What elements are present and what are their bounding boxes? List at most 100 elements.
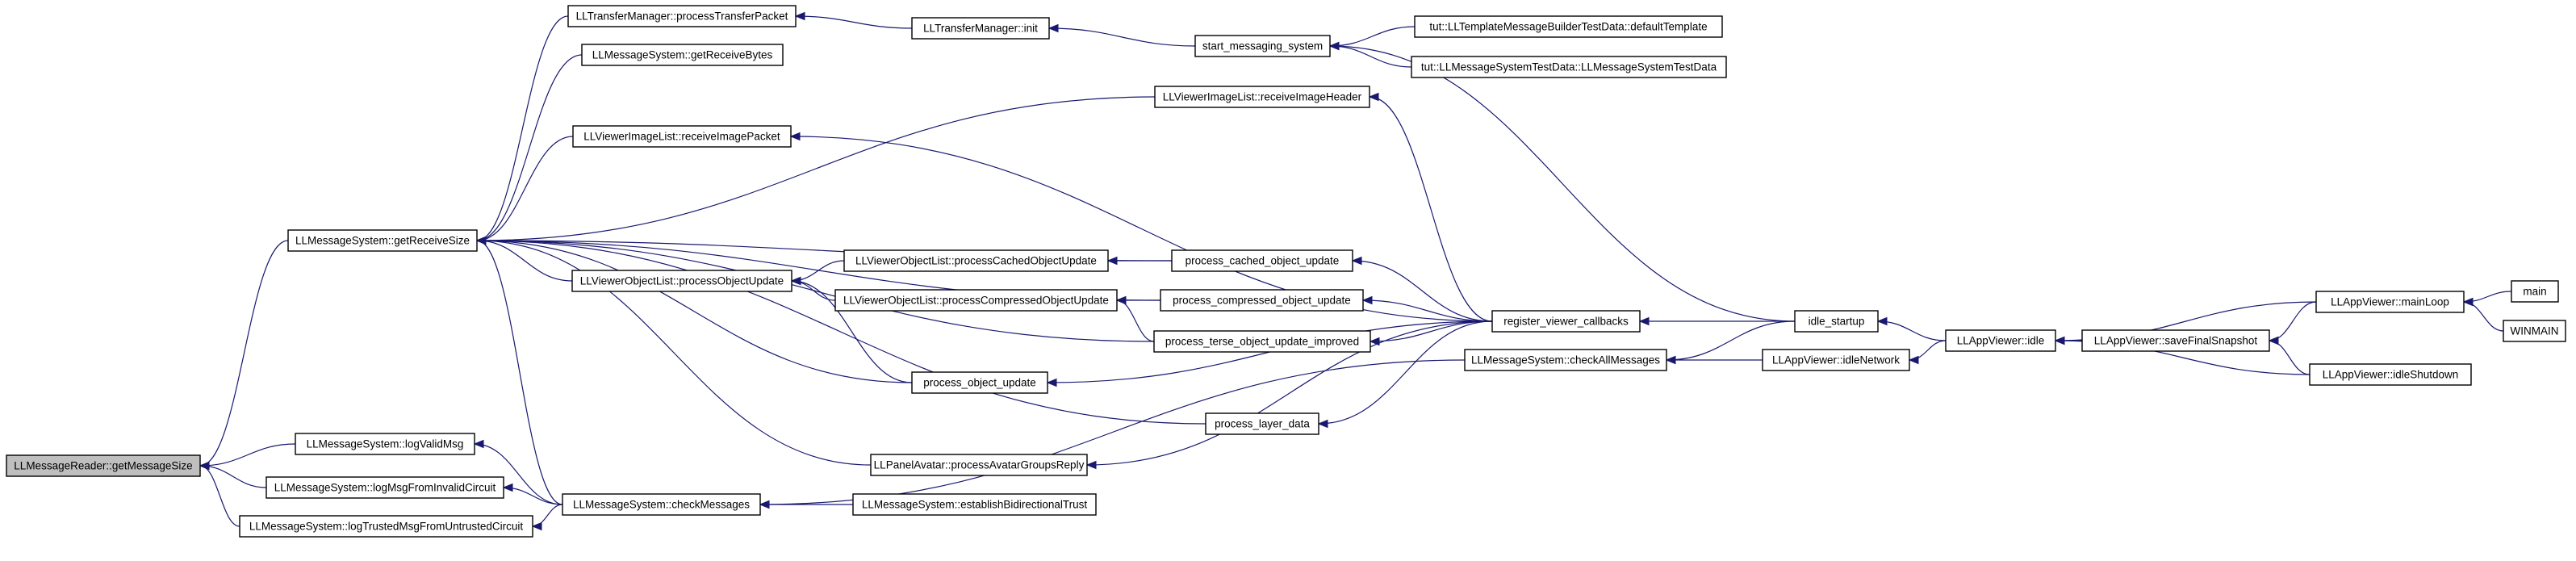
- edge-register-viewer-callbacks-to-receive-image-header: [1369, 96, 1493, 322]
- arrowhead: [1638, 316, 1650, 326]
- node-default-template[interactable]: tut::LLTemplateMessageBuilderTestData::d…: [1414, 15, 1723, 38]
- node-get-receive-bytes[interactable]: LLMessageSystem::getReceiveBytes: [581, 44, 784, 66]
- edge-start-messaging-system-to-transfer-init: [1048, 27, 1196, 47]
- arrowhead: [794, 11, 805, 21]
- arrowhead: [1361, 295, 1373, 305]
- node-box: [1762, 349, 1910, 371]
- edge-log-msg-from-invalid-circuit-to-get-message-size: [199, 465, 267, 488]
- arrowhead: [1876, 316, 1888, 326]
- node-get-message-size[interactable]: LLMessageReader::getMessageSize: [6, 454, 201, 477]
- edge-process-terse-object-update-improved-to-get-receive-size: [476, 240, 1155, 342]
- node-label: process_cached_object_update: [1186, 255, 1340, 267]
- node-label: LLMessageSystem::establishBidirectionalT…: [862, 499, 1088, 511]
- edge-process-layer-data-to-get-receive-size: [476, 240, 1206, 425]
- edge-check-messages-to-log-trusted-msg-from-untrusted-circuit: [532, 504, 563, 527]
- node-idle-network[interactable]: LLAppViewer::idleNetwork: [1762, 349, 1910, 371]
- node-winmain[interactable]: WINMAIN: [2503, 320, 2566, 342]
- node-box: [2503, 320, 2566, 342]
- node-label: LLViewerImageList::receiveImagePacket: [583, 131, 780, 143]
- edge-default-template-to-start-messaging-system: [1329, 26, 1416, 47]
- node-box: [581, 44, 784, 66]
- node-establish-bidirectional-trust[interactable]: LLMessageSystem::establishBidirectionalT…: [852, 493, 1097, 516]
- node-process-cached-object-update[interactable]: process_cached_object_update: [1171, 249, 1353, 272]
- edge-register-viewer-callbacks-to-process-compressed-object-update: [1362, 299, 1493, 322]
- node-label: LLMessageReader::getMessageSize: [14, 460, 192, 472]
- node-transfer-init[interactable]: LLTransferManager::init: [911, 17, 1050, 40]
- node-process-object-update[interactable]: LLViewerObjectList::processObjectUpdate: [571, 270, 792, 292]
- edge-log-trusted-msg-from-untrusted-circuit-to-get-message-size: [199, 465, 240, 527]
- node-log-msg-from-invalid-circuit[interactable]: LLMessageSystem::logMsgFromInvalidCircui…: [266, 476, 504, 499]
- node-receive-image-packet[interactable]: LLViewerImageList::receiveImagePacket: [572, 125, 792, 148]
- node-label: process_compressed_object_update: [1173, 295, 1351, 307]
- node-save-final-snapshot[interactable]: LLAppViewer::saveFinalSnapshot: [2081, 329, 2270, 352]
- node-idle-startup[interactable]: idle_startup: [1794, 310, 1879, 333]
- node-main-loop[interactable]: LLAppViewer::mainLoop: [2315, 291, 2465, 313]
- node-message-system-test-data[interactable]: tut::LLMessageSystemTestData::LLMessageS…: [1411, 56, 1727, 78]
- node-label: main: [2523, 286, 2546, 298]
- edge-register-viewer-callbacks-to-process-avatar-groups-reply: [1086, 320, 1493, 466]
- node-get-receive-size[interactable]: LLMessageSystem::getReceiveSize: [287, 229, 478, 252]
- node-check-messages[interactable]: LLMessageSystem::checkMessages: [562, 493, 761, 516]
- arrowhead: [1665, 355, 1676, 365]
- node-label: LLMessageSystem::checkAllMessages: [1471, 354, 1660, 366]
- node-log-trusted-msg-from-untrusted-circuit[interactable]: LLMessageSystem::logTrustedMsgFromUntrus…: [239, 515, 533, 538]
- node-idle-shutdown[interactable]: LLAppViewer::idleShutdown: [2309, 363, 2472, 386]
- arrowhead: [790, 276, 801, 286]
- edge-process-transfer-packet-to-get-receive-size: [476, 15, 569, 241]
- node-start-messaging-system[interactable]: start_messaging_system: [1194, 35, 1331, 57]
- node-box: [571, 270, 792, 292]
- node-box: [266, 476, 504, 499]
- node-process-transfer-packet[interactable]: LLTransferManager::processTransferPacket: [567, 5, 797, 27]
- node-register-viewer-callbacks[interactable]: register_viewer_callbacks: [1491, 310, 1641, 333]
- node-label: start_messaging_system: [1202, 40, 1323, 52]
- node-log-valid-msg[interactable]: LLMessageSystem::logValidMsg: [295, 433, 475, 455]
- arrowhead: [1115, 295, 1127, 305]
- arrowhead: [759, 500, 770, 509]
- node-box: [6, 454, 201, 477]
- arrowhead: [473, 439, 484, 449]
- node-label: tut::LLTemplateMessageBuilderTestData::d…: [1429, 21, 1707, 33]
- edge-log-valid-msg-to-get-message-size: [199, 443, 296, 467]
- node-box: [2511, 280, 2559, 303]
- node-process-compressed-object-update[interactable]: process_compressed_object_update: [1160, 289, 1364, 312]
- node-box: [1794, 310, 1879, 333]
- node-box: [1194, 35, 1331, 57]
- node-process-object-update[interactable]: process_object_update: [911, 371, 1048, 394]
- node-main[interactable]: main: [2511, 280, 2559, 303]
- node-receive-image-header[interactable]: LLViewerImageList::receiveImageHeader: [1154, 86, 1370, 108]
- node-label: LLViewerObjectList::processCompressedObj…: [843, 295, 1109, 307]
- arrowhead: [1369, 337, 1380, 346]
- node-process-cached-object-update[interactable]: LLViewerObjectList::processCachedObjectU…: [843, 249, 1109, 272]
- node-label: LLMessageSystem::logTrustedMsgFromUntrus…: [249, 521, 524, 533]
- arrowhead: [531, 521, 542, 531]
- edge-process-terse-object-update-improved-to-process-compressed-object-update: [1116, 299, 1155, 342]
- node-box: [2315, 291, 2465, 313]
- node-process-avatar-groups-reply[interactable]: LLPanelAvatar::processAvatarGroupsReply: [870, 454, 1088, 476]
- node-label: LLViewerImageList::receiveImageHeader: [1163, 91, 1362, 103]
- edge-get-receive-size-to-get-message-size: [199, 240, 289, 467]
- node-check-all-messages[interactable]: LLMessageSystem::checkAllMessages: [1464, 349, 1667, 371]
- node-process-terse-object-update-improved[interactable]: process_terse_object_update_improved: [1153, 330, 1371, 353]
- edge-check-messages-to-get-receive-size: [476, 240, 563, 505]
- arrowhead: [1048, 23, 1059, 33]
- node-box: [1411, 56, 1727, 78]
- node-box: [911, 17, 1050, 40]
- node-box: [870, 454, 1088, 476]
- node-label: tut::LLMessageSystemTestData::LLMessageS…: [1421, 61, 1717, 73]
- edge-register-viewer-callbacks-to-process-layer-data: [1318, 320, 1493, 425]
- node-process-compressed-object-update[interactable]: LLViewerObjectList::processCompressedObj…: [834, 289, 1118, 312]
- edge-get-receive-bytes-to-get-receive-size: [476, 54, 583, 241]
- node-box: [1945, 329, 2056, 352]
- node-idle[interactable]: LLAppViewer::idle: [1945, 329, 2056, 352]
- node-label: LLPanelAvatar::processAvatarGroupsReply: [874, 459, 1085, 471]
- node-label: LLAppViewer::idleShutdown: [2323, 369, 2459, 381]
- arrowhead: [199, 461, 210, 471]
- node-process-layer-data[interactable]: process_layer_data: [1205, 412, 1319, 435]
- arrowhead: [1317, 419, 1328, 429]
- node-label: LLAppViewer::idle: [1957, 335, 2045, 347]
- node-box: [2081, 329, 2270, 352]
- node-box: [1160, 289, 1364, 312]
- node-label: LLMessageSystem::logValidMsg: [307, 438, 464, 450]
- arrowhead: [502, 483, 513, 492]
- node-box: [843, 249, 1109, 272]
